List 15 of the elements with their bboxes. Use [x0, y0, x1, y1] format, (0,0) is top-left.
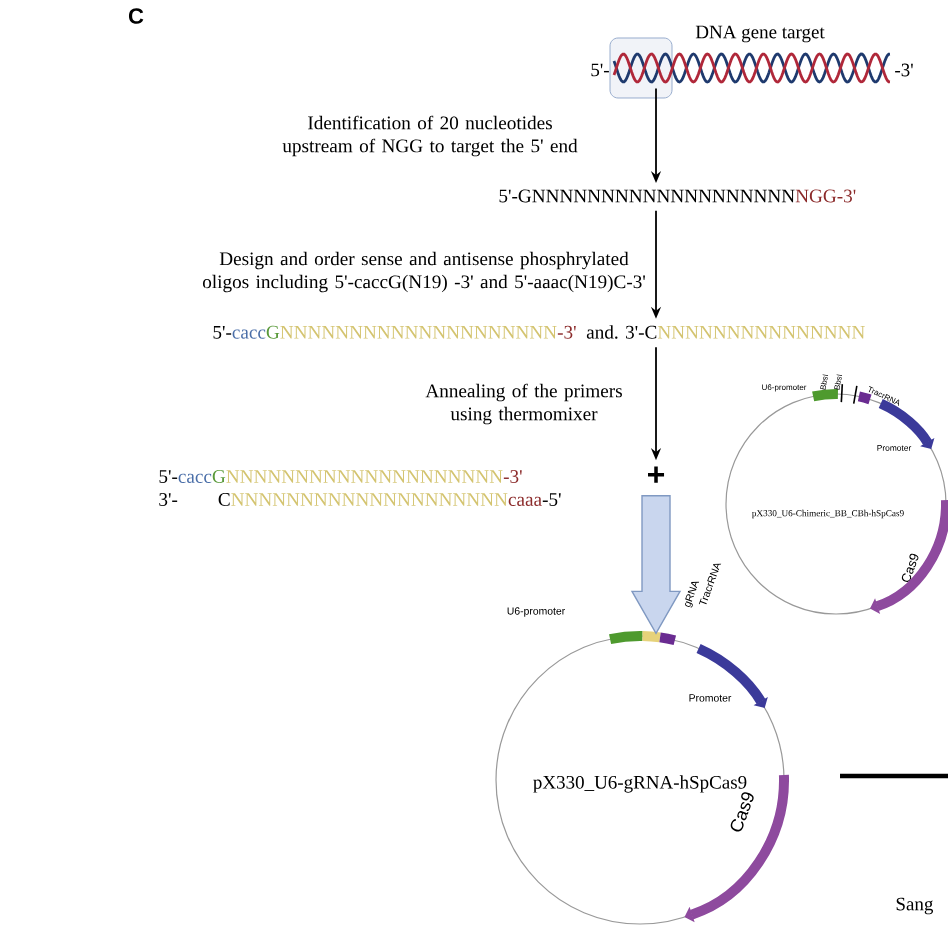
edge-label: Identification of 20 nucleotides upstream of NGG to target the 5' end — [282, 115, 578, 157]
cut-off-label: Sang — [896, 897, 934, 915]
strand-end-label: -3' — [895, 63, 913, 77]
plus-sign: + — [648, 466, 665, 483]
plasmid-name: pX330_U6-gRNA-hSpCas9 — [533, 775, 747, 793]
sequence-text: 5'-caccGNNNNNNNNNNNNNNNNNNNN-3' and. 3'-CNNNNNNNNNNNNNNN — [213, 325, 865, 339]
feature-label: Cas9 — [730, 792, 754, 832]
duplex-sequence: 5'-caccGNNNNNNNNNNNNNNNNNNNN-3' 3'- CNNNNNNNNNNNNNNNNNNNNcaaa-5' — [159, 470, 561, 506]
edge-label: Design and order sense and antisense phosphrylated oligos including 5'-caccG(N19) -3' and 5'-aaac(N19)C-3' — [202, 251, 645, 293]
block-arrow — [630, 495, 682, 635]
helix-caption: DNA gene target — [695, 25, 825, 43]
sequence-text: 5'-GNNNNNNNNNNNNNNNNNNNNGG-3' — [499, 189, 856, 203]
strand-end-label: 5'- — [591, 63, 609, 77]
edge-label: Annealing of the primers using thermomixer — [425, 383, 622, 425]
panel-letter: C — [128, 8, 144, 24]
